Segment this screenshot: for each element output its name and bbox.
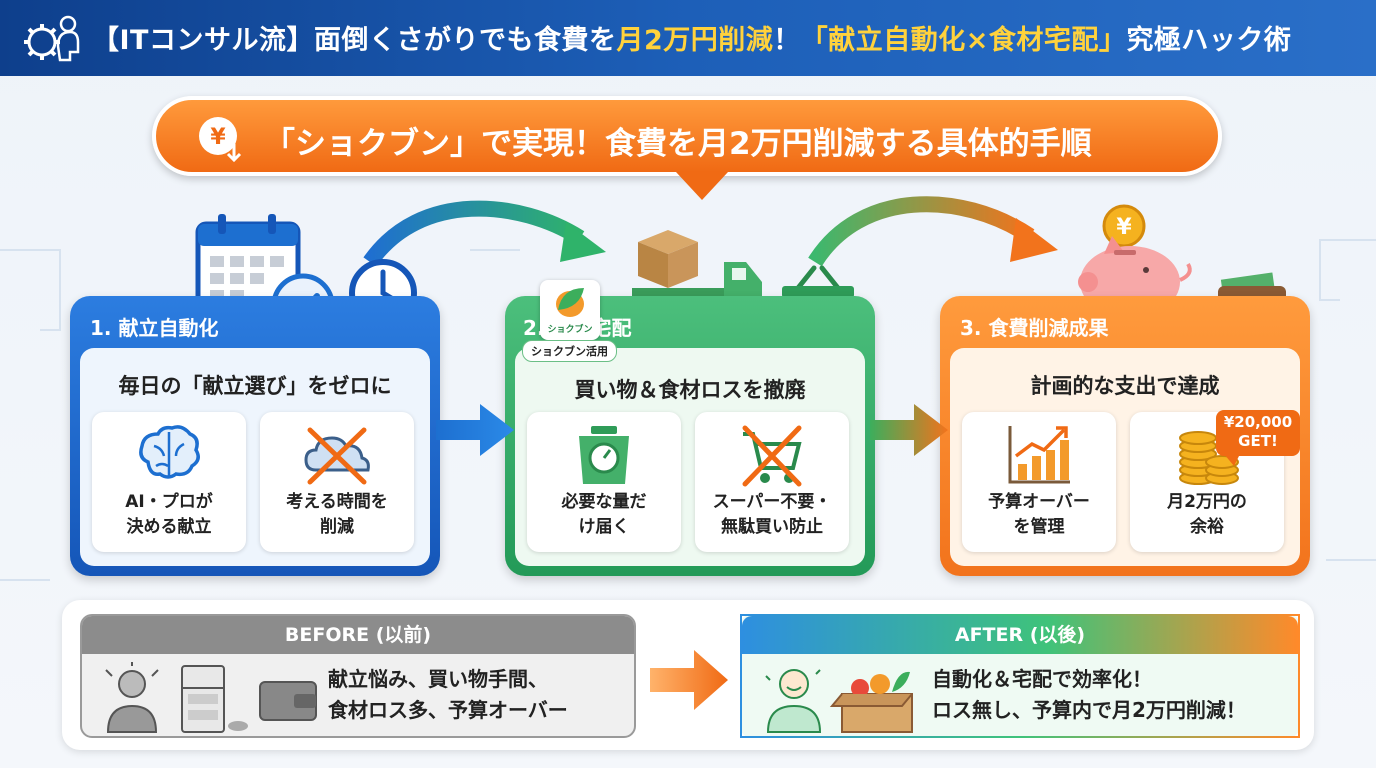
before-header: BEFORE (以前): [82, 616, 634, 654]
step-subtitle: 毎日の「献立選び」をゼロに: [118, 374, 392, 398]
step-card-menu-automation: 1. 献立自動化 毎日の「献立選び」をゼロに AI・プロが 決める献立 考える時…: [70, 296, 440, 576]
benefit-box: 月2万円の 余裕: [1130, 412, 1284, 552]
arrow-right-icon: [436, 404, 514, 456]
step-panel: 買い物＆食材ロスを撤廃 必要な量だ け届く スーパー不要・ 無駄買い防止: [515, 348, 865, 566]
crossed-cart-icon: [742, 425, 802, 487]
leaf-logo-icon: [556, 288, 584, 317]
arrow-right-icon: [870, 404, 948, 456]
benefit-label: 必要な量だ け届く: [561, 492, 647, 537]
benefit-box: スーパー不要・ 無駄買い防止: [695, 412, 849, 552]
before-to-after-arrow: [650, 650, 728, 710]
benefit-box: AI・プロが 決める献立: [92, 412, 246, 552]
worried-person-icon: [105, 662, 159, 733]
page-title: 【ITコンサル流】面倒くさがりでも食費を月2万円削減！「献立自動化×食材宅配」究…: [92, 25, 1292, 56]
empty-wallet-icon: [259, 681, 317, 721]
gear-brain-icon: [24, 15, 80, 62]
logo-text: ショクブン: [547, 325, 593, 335]
title-highlight-savings: 月2万円削減: [616, 25, 774, 56]
yen-down-icon: ¥: [199, 117, 242, 163]
before-illustration: [105, 662, 317, 733]
benefit-box: 考える時間を 削減: [260, 412, 414, 552]
after-text: 自動化＆宅配で効率化！ ロス無し、予算内で月2万円削減！: [932, 667, 1246, 722]
benefit-label: 考える時間を 削減: [286, 492, 388, 537]
shokubun-logo: ショクブン: [540, 280, 600, 340]
header-bar: 【ITコンサル流】面倒くさがりでも食費を月2万円削減！「献立自動化×食材宅配」究…: [0, 0, 1376, 76]
step-title: 1. 献立自動化: [90, 316, 219, 340]
after-box: AFTER (以後) 自動化＆宅配で効率化！ ロス無し、予算内で月2万円削減！: [740, 614, 1300, 738]
step-panel: 計画的な支出で達成 予算オーバー を管理 月2万円の 余裕: [950, 348, 1300, 566]
step-subtitle: 買い物＆食材ロスを撤廃: [574, 378, 806, 402]
steps-banner: ¥ 「ショクブン」で実現！食費を月2万円削減する具体的手順: [152, 96, 1222, 200]
after-header: AFTER (以後): [742, 616, 1298, 654]
food-box-icon: [829, 671, 913, 733]
after-illustration: [765, 669, 913, 733]
step-subtitle: 計画的な支出で達成: [1030, 374, 1220, 398]
happy-person-icon: [765, 669, 822, 733]
svg-text:¥: ¥: [1116, 215, 1132, 240]
fridge-icon: [181, 665, 248, 733]
benefit-label: 予算オーバー を管理: [988, 492, 1090, 537]
benefit-label: スーパー不要・ 無駄買い防止: [712, 492, 832, 537]
savings-get-badge: ¥20,000 GET!: [1216, 410, 1300, 466]
title-highlight-method: 「献立自動化×食材宅配」: [800, 25, 1127, 56]
calendar-icon: [195, 214, 301, 315]
svg-text:¥: ¥: [210, 125, 226, 150]
benefit-box: 予算オーバー を管理: [962, 412, 1116, 552]
benefit-label: 月2万円の 余裕: [1167, 492, 1247, 537]
growth-chart-icon: [1008, 426, 1070, 484]
scale-icon: [579, 426, 629, 484]
crossed-cloud-icon: [304, 427, 370, 485]
before-text: 献立悩み、買い物手間、 食材ロス多、予算オーバー: [328, 667, 568, 722]
shokubun-usage-tag: ショクブン活用: [522, 340, 617, 362]
step-title: 3. 食費削減成果: [960, 316, 1109, 340]
brain-icon: [139, 425, 200, 479]
benefit-label: AI・プロが 決める献立: [125, 492, 213, 537]
benefit-box: 必要な量だ け届く: [527, 412, 681, 552]
banner-text: 「ショクブン」で実現！食費を月2万円削減する具体的手順: [264, 126, 1092, 162]
before-box: BEFORE (以前) 献立悩み、買い物手間、 食材ロス多、予算オーバー: [80, 614, 636, 738]
step-panel: 毎日の「献立選び」をゼロに AI・プロが 決める献立 考える時間を 削減: [80, 348, 430, 566]
